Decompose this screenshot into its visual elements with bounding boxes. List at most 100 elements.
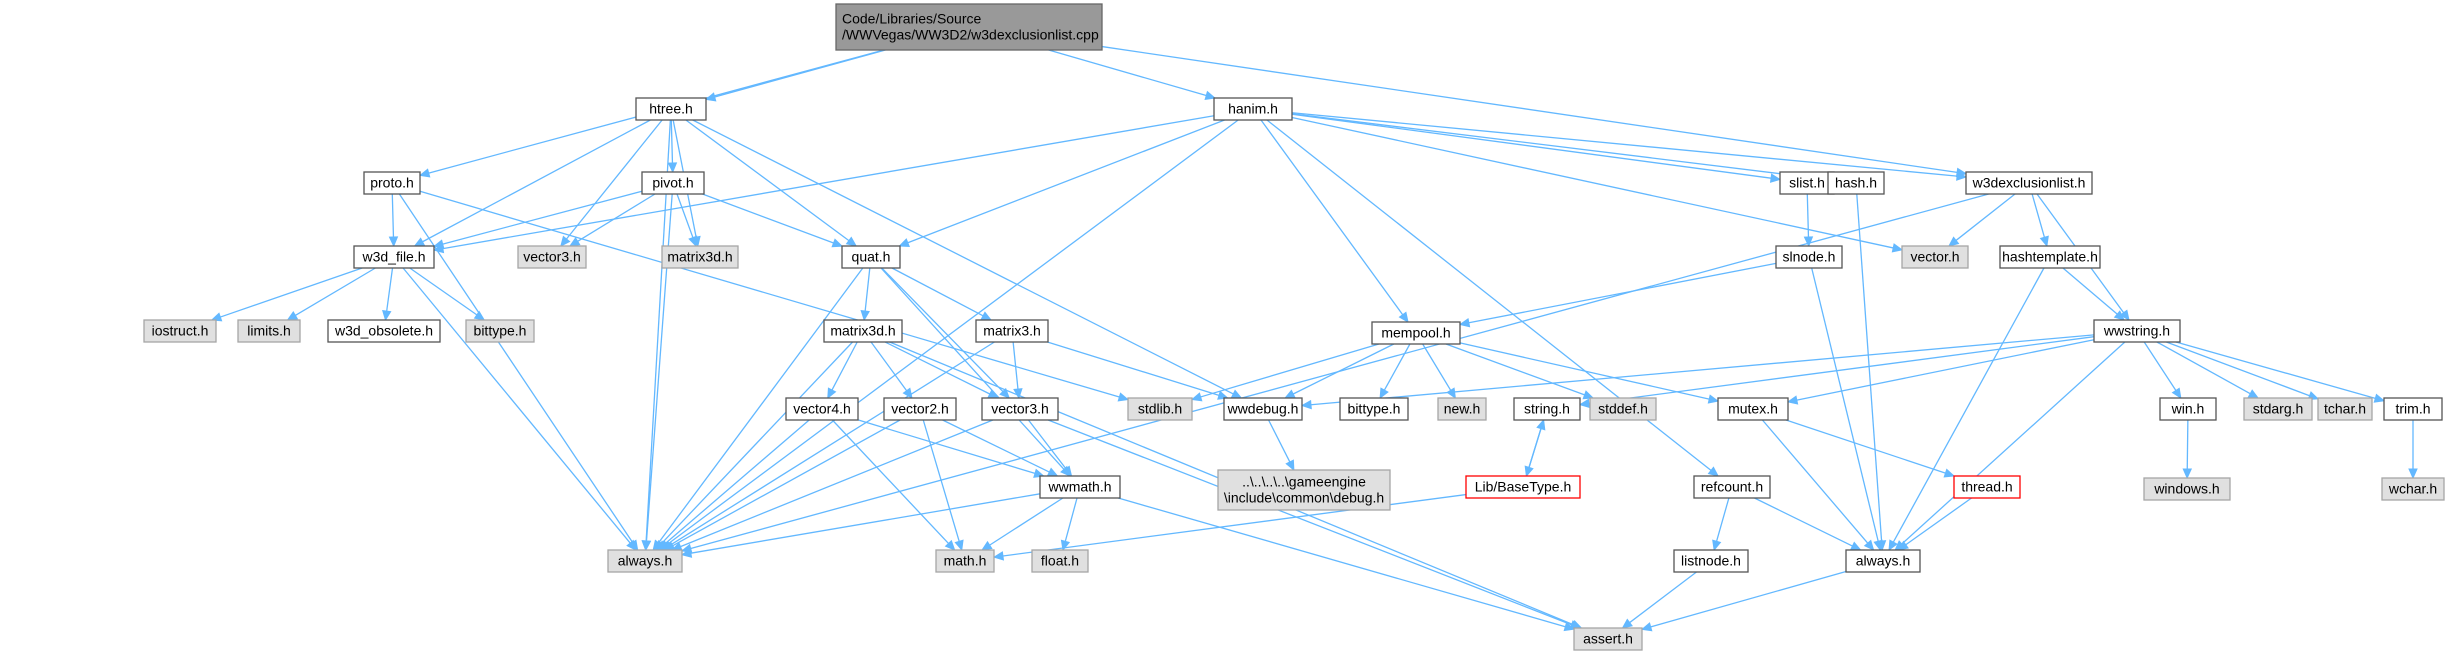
node-box[interactable]	[883, 397, 957, 421]
node-box[interactable]	[327, 319, 441, 343]
node-listnode-h[interactable]: listnode.h	[1673, 549, 1749, 573]
node-w3dexclusionlist-h[interactable]: w3dexclusionlist.h	[1965, 171, 2093, 195]
node-box[interactable]	[1717, 397, 1789, 421]
node-wwmath-h[interactable]: wwmath.h	[1039, 475, 1121, 499]
node-slnode-h[interactable]: slnode.h	[1775, 245, 1843, 269]
node-assert-h[interactable]: assert.h	[1573, 627, 1643, 651]
node-limits-h[interactable]: limits.h	[237, 319, 301, 343]
node-tchar-h[interactable]: tchar.h	[2317, 397, 2373, 421]
node-math-h[interactable]: math.h	[935, 549, 995, 573]
node-vector-h[interactable]: vector.h	[1901, 245, 1969, 269]
node-mutex-h[interactable]: mutex.h	[1717, 397, 1789, 421]
node-box[interactable]	[1127, 397, 1193, 421]
node-box[interactable]	[823, 319, 903, 343]
edge-line	[1955, 193, 2016, 241]
node-box[interactable]	[143, 319, 217, 343]
node-box[interactable]	[1223, 397, 1303, 421]
node-box[interactable]	[1031, 549, 1089, 573]
node-box[interactable]	[1465, 475, 1581, 499]
node-box[interactable]	[1693, 475, 1771, 499]
node-bittype-h[interactable]: bittype.h	[465, 319, 535, 343]
node-box[interactable]	[635, 97, 707, 121]
node-float-h[interactable]: float.h	[1031, 549, 1089, 573]
node-lib-basetype-h[interactable]: Lib/BaseType.h	[1465, 475, 1581, 499]
node-box[interactable]	[1999, 245, 2101, 269]
node-windows-h[interactable]: windows.h	[2143, 477, 2231, 501]
node-hash-h[interactable]: hash.h	[1827, 171, 1885, 195]
node-box[interactable]	[1589, 397, 1657, 421]
node-box[interactable]	[1039, 475, 1121, 499]
node-box[interactable]	[1901, 245, 1969, 269]
node-box[interactable]	[1437, 397, 1487, 421]
node-box[interactable]	[465, 319, 535, 343]
node-iostruct-h[interactable]: iostruct.h	[143, 319, 217, 343]
node-new-h[interactable]: new.h	[1437, 397, 1487, 421]
node-box[interactable]	[1673, 549, 1749, 573]
node-box[interactable]	[1573, 627, 1643, 651]
node-gameengine-include-common-debug-h[interactable]: ..\..\..\..\gameengine\include\common\de…	[1217, 469, 1391, 511]
node-always-h[interactable]: always.h	[1845, 549, 1921, 573]
node-w3d-obsolete-h[interactable]: w3d_obsolete.h	[327, 319, 441, 343]
node-proto-h[interactable]: proto.h	[363, 171, 421, 195]
node-box[interactable]	[1371, 321, 1461, 345]
node-box[interactable]	[2383, 397, 2443, 421]
node-box[interactable]	[2093, 319, 2181, 343]
node-bittype-h[interactable]: bittype.h	[1339, 397, 1409, 421]
node-box[interactable]	[2243, 397, 2313, 421]
node-pivot-h[interactable]: pivot.h	[641, 171, 705, 195]
node-box[interactable]	[1213, 97, 1293, 121]
node-refcount-h[interactable]: refcount.h	[1693, 475, 1771, 499]
node-code-libraries-source-wwvegas-ww3d2-w3dexclusionlist-cpp[interactable]: Code/Libraries/Source/WWVegas/WW3D2/w3de…	[835, 3, 1103, 51]
node-w3d-file-h[interactable]: w3d_file.h	[353, 245, 435, 269]
node-box[interactable]	[1513, 397, 1581, 421]
node-string-h[interactable]: string.h	[1513, 397, 1581, 421]
node-hashtemplate-h[interactable]: hashtemplate.h	[1999, 245, 2101, 269]
node-vector4-h[interactable]: vector4.h	[785, 397, 859, 421]
node-box[interactable]	[935, 549, 995, 573]
node-box[interactable]	[981, 397, 1059, 421]
node-box[interactable]	[1339, 397, 1409, 421]
node-box[interactable]	[363, 171, 421, 195]
node-hanim-h[interactable]: hanim.h	[1213, 97, 1293, 121]
node-box[interactable]	[1953, 475, 2021, 499]
node-box[interactable]	[517, 245, 587, 269]
node-vector2-h[interactable]: vector2.h	[883, 397, 957, 421]
node-box[interactable]	[641, 171, 705, 195]
node-trim-h[interactable]: trim.h	[2383, 397, 2443, 421]
node-box[interactable]	[2317, 397, 2373, 421]
node-box[interactable]	[1845, 549, 1921, 573]
node-box[interactable]	[607, 549, 683, 573]
node-matrix3-h[interactable]: matrix3.h	[975, 319, 1049, 343]
node-box[interactable]	[841, 245, 901, 269]
node-box[interactable]	[237, 319, 301, 343]
node-quat-h[interactable]: quat.h	[841, 245, 901, 269]
node-box[interactable]	[1775, 245, 1843, 269]
node-win-h[interactable]: win.h	[2159, 397, 2217, 421]
node-always-h[interactable]: always.h	[607, 549, 683, 573]
node-matrix3d-h[interactable]: matrix3d.h	[823, 319, 903, 343]
node-wchar-h[interactable]: wchar.h	[2381, 477, 2445, 501]
node-matrix3d-h[interactable]: matrix3d.h	[661, 245, 739, 269]
node-box[interactable]	[785, 397, 859, 421]
node-box[interactable]	[1827, 171, 1885, 195]
node-box[interactable]	[2381, 477, 2445, 501]
node-wwdebug-h[interactable]: wwdebug.h	[1223, 397, 1303, 421]
node-htree-h[interactable]: htree.h	[635, 97, 707, 121]
node-box[interactable]	[661, 245, 739, 269]
node-vector3-h[interactable]: vector3.h	[981, 397, 1059, 421]
node-stdlib-h[interactable]: stdlib.h	[1127, 397, 1193, 421]
node-vector3-h[interactable]: vector3.h	[517, 245, 587, 269]
node-box[interactable]	[975, 319, 1049, 343]
node-wwstring-h[interactable]: wwstring.h	[2093, 319, 2181, 343]
node-box[interactable]	[2159, 397, 2217, 421]
node-stddef-h[interactable]: stddef.h	[1589, 397, 1657, 421]
node-box[interactable]	[1217, 469, 1391, 511]
node-box[interactable]	[1965, 171, 2093, 195]
node-stdarg-h[interactable]: stdarg.h	[2243, 397, 2313, 421]
node-slist-h[interactable]: slist.h	[1779, 171, 1835, 195]
node-box[interactable]	[2143, 477, 2231, 501]
node-box[interactable]	[835, 3, 1103, 51]
node-mempool-h[interactable]: mempool.h	[1371, 321, 1461, 345]
node-box[interactable]	[353, 245, 435, 269]
node-thread-h[interactable]: thread.h	[1953, 475, 2021, 499]
